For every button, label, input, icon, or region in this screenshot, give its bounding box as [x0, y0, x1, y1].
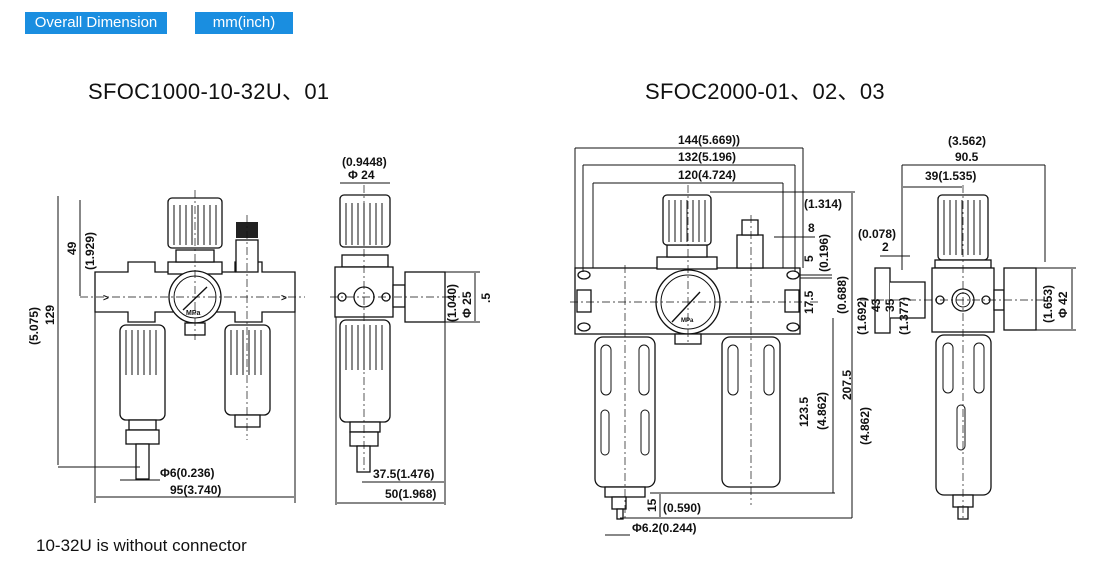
dim-bracket-thickness-inch: (0.078) [858, 227, 896, 241]
gauge-unit-label: MPa [681, 318, 694, 324]
dim-side-total-inch: (3.562) [948, 134, 986, 148]
right-model-title: SFOC2000-01、02、03 [645, 79, 885, 104]
filter-bowl [119, 324, 166, 421]
dim-5-inch: (0.196) [817, 234, 831, 272]
svg-text:>: > [103, 293, 109, 304]
footnote: 10-32U is without connector [36, 536, 247, 555]
dim-bracket-hole: 35 [883, 298, 897, 312]
dim-gauge-offset: .5 [479, 293, 493, 303]
lubricator-cap [236, 222, 258, 238]
lubricator-bowl [224, 324, 271, 416]
dim-17-5-inch: (0.688) [835, 276, 849, 314]
dim-8: 8 [808, 221, 815, 235]
sfoc2000-front-view: MPa 144(5.669)) 132(5.196) 120(4.724) (1… [570, 133, 872, 536]
dim-height-lower: 123.5 [797, 397, 811, 427]
dim-height-upper-inch: (1.929) [83, 232, 97, 270]
left-model-title: SFOC1000-10-32U、01 [88, 79, 330, 104]
dim-drain-height: 15 [645, 498, 659, 512]
dim-drain-diameter: Φ6.2(0.244) [632, 521, 697, 535]
dim-depth-1: 37.5(1.476) [373, 467, 434, 481]
dim-17-5: 17.5 [802, 290, 816, 314]
dim-gauge-diameter: Φ 25 [460, 291, 474, 318]
unit-label: mm(inch) [195, 12, 293, 34]
dim-depth-2: 50(1.968) [385, 487, 436, 501]
dim-height-upper: 49 [65, 241, 79, 255]
dim-8-inch: (1.314) [804, 197, 842, 211]
dim-width-144: 144(5.669)) [678, 133, 740, 147]
dim-bracket-height: 43 [869, 298, 883, 312]
dim-knob-diameter-inch: (0.9448) [342, 155, 387, 169]
side-gauge [1003, 267, 1037, 331]
dim-side-half: 39(1.535) [925, 169, 976, 183]
overall-dimension-label: Overall Dimension [25, 12, 167, 34]
dim-height-total-inch: (4.862) [858, 407, 872, 445]
dim-height-total: 129 [43, 305, 57, 325]
dim-width-120: 120(4.724) [678, 168, 736, 182]
dim-gauge-diameter-inch: (1.040) [445, 284, 459, 322]
dim-drain-height-inch: (0.590) [663, 501, 701, 515]
dim-5: 5 [802, 255, 816, 262]
sfoc1000-front-view: MPa > > (5.075) 129 49 (1.929) Φ6(0.236)… [27, 190, 305, 503]
dim-gauge-diameter-inch: (1.653) [1041, 285, 1055, 323]
dim-bracket-height-inch: (1.692) [855, 297, 869, 335]
dim-knob-diameter: Φ 24 [348, 168, 375, 182]
gauge-unit-label: MPa [186, 310, 201, 317]
dim-bracket-hole-inch: (1.377) [897, 297, 911, 335]
dim-height-total-inch: (5.075) [27, 307, 41, 345]
sfoc2000-side-view: (3.562) 90.5 39(1.535) (0.078) 2 (1.692)… [855, 134, 1076, 520]
dim-height-total: 207.5 [840, 370, 854, 400]
dim-gauge-diameter: Φ 42 [1056, 291, 1070, 318]
dim-bracket-thickness: 2 [882, 240, 889, 254]
sfoc1000-side-view: (0.9448) Φ 24 (1.040) Φ 25 .5 37.5(1.476… [330, 155, 493, 505]
dim-side-total: 90.5 [955, 150, 979, 164]
svg-text:>: > [281, 293, 287, 304]
dim-width: 95(3.740) [170, 483, 221, 497]
dim-width-132: 132(5.196) [678, 150, 736, 164]
dim-height-lower-inch: (4.862) [815, 392, 829, 430]
dim-drain-diameter: Φ6(0.236) [160, 466, 215, 480]
